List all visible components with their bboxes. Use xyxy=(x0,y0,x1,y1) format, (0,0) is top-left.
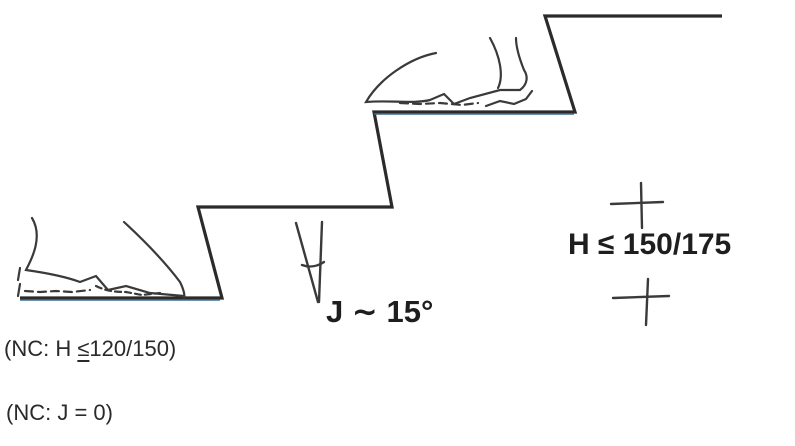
stair-profile-line xyxy=(20,14,722,300)
less-equal-symbol: ≤ xyxy=(598,228,615,261)
note-less-equal-symbol: ≤ xyxy=(77,336,90,361)
riser-angle-indicator xyxy=(294,220,326,304)
height-bottom-mark xyxy=(611,277,671,327)
upper-foot-sketch xyxy=(363,36,534,108)
approx-symbol: ∼ xyxy=(351,294,378,329)
riser-angle-value: 15° xyxy=(377,294,434,329)
note-height: (NC: H ≤120/150) xyxy=(4,336,176,362)
riser-angle-prefix: J xyxy=(326,294,352,329)
riser-angle-label: J ∼ 15° xyxy=(326,294,433,330)
lower-foot-sketch xyxy=(16,216,186,300)
note-angle: (NC: J = 0) xyxy=(6,400,113,425)
riser-height-label: H ≤ 150/175 xyxy=(568,228,731,262)
note-height-value: 120/150) xyxy=(89,336,177,361)
note-height-open: (NC: H xyxy=(4,336,78,361)
riser-height-value: 150/175 xyxy=(614,228,732,261)
height-top-mark xyxy=(609,181,665,230)
riser-height-prefix: H xyxy=(568,228,598,261)
